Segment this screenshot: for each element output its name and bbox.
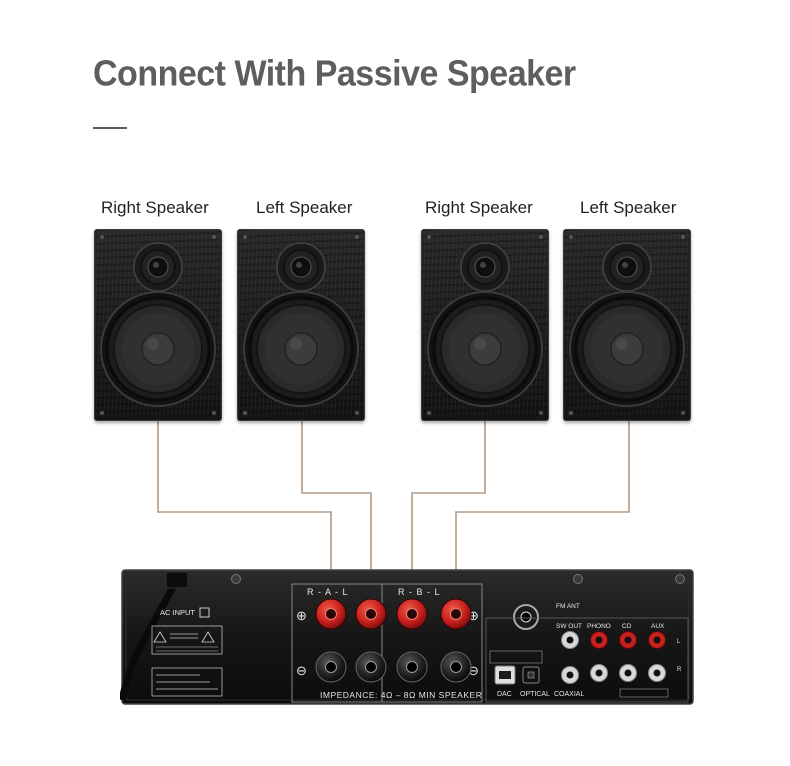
wire-left-speaker-a	[301, 421, 372, 592]
impedance-label: IMPEDANCE: 4Ω – 8Ω MIN SPEAKER	[320, 690, 482, 700]
wire-left-speaker-b	[455, 421, 630, 592]
cd-label: CD	[622, 623, 632, 630]
cd-rca-left	[619, 664, 637, 682]
speaker-cabinet-1	[94, 229, 222, 421]
optical-label: OPTICAL	[520, 691, 550, 698]
tweeter-icon	[460, 242, 510, 292]
side-r-label: R	[677, 667, 682, 673]
tweeter-icon	[133, 242, 183, 292]
spec-sticker	[151, 667, 223, 697]
warning-sticker	[151, 625, 223, 655]
speaker-cabinet-4	[563, 229, 691, 421]
wire-right-speaker-b	[411, 421, 486, 592]
sw-out-label: SW OUT	[556, 623, 582, 630]
tweeter-icon	[602, 242, 652, 292]
phono-rca-right	[590, 631, 608, 649]
fm-ant-label: FM ANT	[556, 603, 580, 610]
cd-rca-right	[619, 631, 637, 649]
plus-label-left: ⊕	[296, 608, 307, 623]
coaxial-label: COAXIAL	[554, 691, 584, 698]
optical-port	[522, 666, 540, 684]
amplifier-rear-panel: AC INPUT R - A - L R - B - L ⊕ ⊕ ⊖ ⊖	[120, 569, 694, 705]
terminal-group-a-label: R - A - L	[307, 587, 349, 597]
coaxial-jack	[561, 666, 579, 684]
aux-rca-right	[648, 631, 666, 649]
dac-label: DAC	[497, 691, 512, 698]
terminal-a-right-positive	[315, 598, 347, 630]
speaker-label-4: Left Speaker	[580, 198, 677, 217]
wire-right-speaker-a	[157, 421, 332, 592]
phono-label: PHONO	[587, 623, 611, 630]
speaker-label-3: Right Speaker	[425, 198, 533, 217]
woofer-icon	[427, 291, 543, 407]
terminal-group-b-label: R - B - L	[398, 587, 441, 597]
aux-rca-left	[648, 664, 666, 682]
sw-out-jack	[561, 631, 579, 649]
woofer-icon	[243, 291, 359, 407]
page-title: Connect With Passive Speaker	[93, 54, 576, 94]
dac-usb-port	[494, 665, 516, 685]
minus-label-left: ⊖	[296, 663, 307, 678]
aux-label: AUX	[651, 623, 665, 630]
woofer-icon	[100, 291, 216, 407]
speaker-label-2: Left Speaker	[256, 198, 353, 217]
terminal-b-right-negative	[396, 651, 428, 683]
fuse-holder-icon	[199, 607, 210, 618]
terminal-b-left-negative	[440, 651, 472, 683]
title-underline	[93, 127, 127, 129]
fm-antenna-jack	[513, 604, 539, 630]
minus-label-right: ⊖	[468, 663, 479, 678]
phono-rca-left	[590, 664, 608, 682]
terminal-a-left-positive	[355, 598, 387, 630]
speaker-cabinet-3	[421, 229, 549, 421]
terminal-a-left-negative	[355, 651, 387, 683]
speaker-cabinet-2	[237, 229, 365, 421]
ac-input-label: AC INPUT	[160, 608, 195, 617]
tweeter-icon	[276, 242, 326, 292]
side-l-label: L	[677, 639, 681, 645]
plus-label-right: ⊕	[468, 608, 479, 623]
terminal-b-right-positive	[396, 598, 428, 630]
terminal-b-left-positive	[440, 598, 472, 630]
woofer-icon	[569, 291, 685, 407]
terminal-a-right-negative	[315, 651, 347, 683]
speaker-label-1: Right Speaker	[101, 198, 209, 217]
